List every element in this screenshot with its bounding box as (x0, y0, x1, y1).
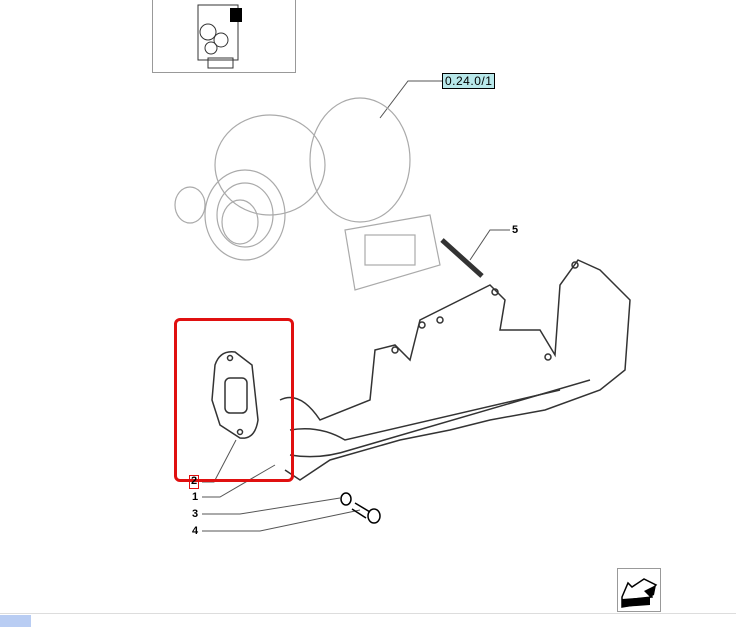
reference-link[interactable]: 0.24.0/1 (442, 73, 496, 89)
callout-3[interactable]: 3 (192, 508, 199, 520)
washer-3 (340, 492, 352, 506)
leader-3 (202, 497, 341, 515)
turbocharger (174, 97, 441, 291)
stud-5 (440, 238, 484, 278)
callout-1[interactable]: 1 (192, 491, 199, 503)
bolt-4 (351, 502, 381, 524)
callout-5[interactable]: 5 (512, 224, 519, 236)
leader-1 (202, 464, 276, 498)
gasket-2 (211, 351, 259, 439)
callout-4[interactable]: 4 (192, 525, 199, 537)
leader-4 (202, 509, 361, 532)
selected-callout-box (189, 475, 199, 489)
back-button[interactable] (617, 568, 661, 612)
leader-5 (469, 229, 510, 261)
back-arrow-icon (621, 578, 658, 608)
exhaust-manifold (279, 259, 631, 481)
status-bar (0, 613, 736, 628)
leader-2 (202, 439, 237, 483)
engine-thumbnail-icon (197, 4, 242, 69)
selected-part-highlight (174, 318, 294, 482)
bottom-tab[interactable] (0, 615, 31, 627)
callout-2[interactable]: 2 (191, 475, 198, 487)
leader-reference (379, 80, 442, 119)
engine-location-thumbnail[interactable] (152, 0, 296, 73)
